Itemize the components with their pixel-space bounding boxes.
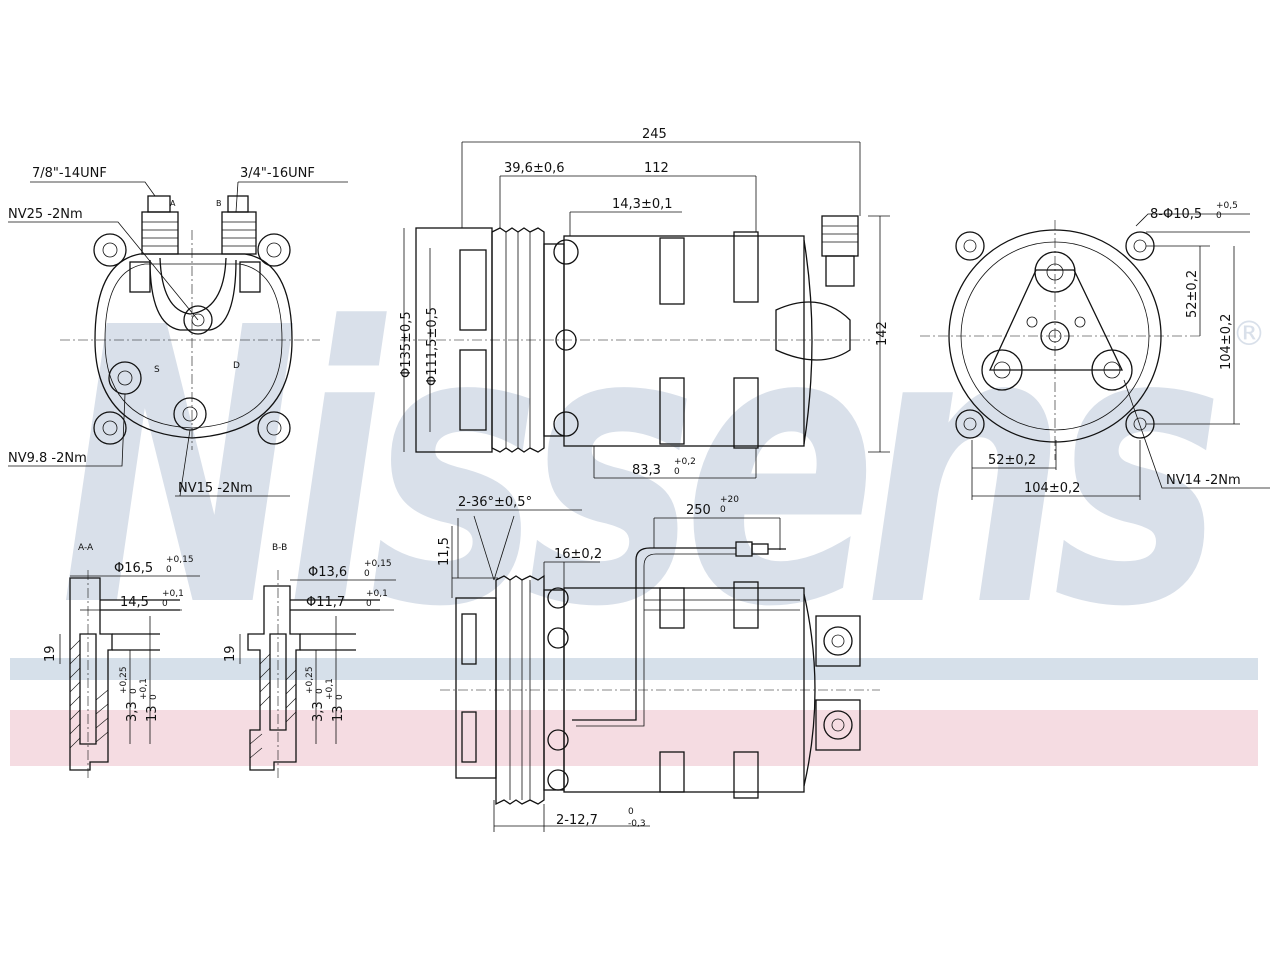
label-dim-16-5: Φ16,5 — [114, 561, 153, 576]
band-pink — [10, 710, 1258, 766]
label-dim-250-tol: +20 — [720, 495, 739, 505]
label-dim-3-3-a: 3,3 — [125, 701, 140, 722]
label-dim-13-6-tol: +0,15 — [364, 559, 392, 569]
label-dim-12-7: 2-12,7 — [556, 813, 598, 828]
label-dim-250: 250 — [686, 503, 711, 518]
label-dim-142: 142 — [875, 321, 890, 346]
view-front-ports: 7/8"-14UNF 3/4"-16UNF NV25 -2Nm NV9.8 -2… — [8, 166, 348, 497]
label-torque-14: NV14 -2Nm — [1166, 473, 1241, 488]
label-dim-13-b-tol0: 0 — [335, 694, 345, 700]
label-dim-83-3: 83,3 — [632, 463, 661, 478]
label-dim-3-3-b-tol: +0,25 — [305, 666, 315, 694]
label-dim-12-7-tol0: -0,3 — [628, 819, 646, 829]
detail-a-a: A-A Φ16,5 +0,15 0 14,5 +0,1 0 19 3,3 +0,… — [43, 543, 200, 780]
label-dim-13-a-tol0: 0 — [149, 694, 159, 700]
label-dim-14-5-tol: +0,1 — [162, 589, 184, 599]
label-dim-104-v: 104±0,2 — [1219, 314, 1234, 370]
label-dim-holes: 8-Φ10,5 — [1150, 207, 1202, 222]
label-dim-39-6: 39,6±0,6 — [504, 161, 565, 176]
label-detail-a: A-A — [78, 543, 94, 553]
label-dim-111-5: Φ111,5±0,5 — [425, 307, 440, 386]
label-dim-3-3-b-tol0: 0 — [315, 688, 325, 694]
label-dim-14-5: 14,5 — [120, 595, 149, 610]
watermark: Nissens ® — [10, 247, 1266, 766]
label-thread-a: 7/8"-14UNF — [32, 166, 107, 181]
label-dim-11-7-tol0: 0 — [366, 599, 372, 609]
band-blue — [10, 658, 1258, 680]
label-dim-12-7-tol: 0 — [628, 807, 634, 817]
label-dim-13-b-tol: +0,1 — [325, 678, 335, 700]
view-rear: 8-Φ10,5 +0,5 0 52±0,2 104±0,2 52±0,2 104… — [920, 201, 1270, 500]
label-dim-135: Φ135±0,5 — [399, 311, 414, 378]
label-dim-11-7-tol: +0,1 — [366, 589, 388, 599]
label-torque-15: NV15 -2Nm — [178, 481, 253, 496]
label-dim-13-6: Φ13,6 — [308, 565, 347, 580]
label-dim-13-a-tol: +0,1 — [139, 678, 149, 700]
label-dim-16-5-tol: +0,15 — [166, 555, 194, 565]
label-dim-52-v: 52±0,2 — [1185, 270, 1200, 318]
label-dim-83-3-tol: +0,2 — [674, 457, 696, 467]
label-dim-83-3-tol0: 0 — [674, 467, 680, 477]
label-dim-13-a: 13 — [145, 705, 160, 722]
label-dim-52-h: 52±0,2 — [988, 453, 1036, 468]
label-dim-11-7: Φ11,7 — [306, 595, 345, 610]
label-dim-16-5-tol0: 0 — [166, 565, 172, 575]
label-dim-245: 245 — [642, 127, 667, 142]
label-dim-104-h: 104±0,2 — [1024, 481, 1080, 496]
label-dim-3-3-a-tol: +0,25 — [119, 666, 129, 694]
label-dim-112: 112 — [644, 161, 669, 176]
label-dim-16: 16±0,2 — [554, 547, 602, 562]
label-dim-14-3: 14,3±0,1 — [612, 197, 673, 212]
label-port-b-small: B — [216, 199, 222, 208]
label-dim-11-5: 11,5 — [437, 537, 452, 566]
label-torque-98: NV9.8 -2Nm — [8, 451, 87, 466]
label-dim-3-3-b: 3,3 — [311, 701, 326, 722]
label-thread-b: 3/4"-16UNF — [240, 166, 315, 181]
view-side: 245 39,6±0,6 112 14,3±0,1 Φ135±0,5 Φ111,… — [399, 127, 890, 479]
label-dim-14-5-tol0: 0 — [162, 599, 168, 609]
label-dim-13-6-tol0: 0 — [364, 569, 370, 579]
label-dim-19-a: 19 — [43, 645, 58, 662]
label-dim-angle: 2-36°±0,5° — [458, 495, 532, 510]
label-port-s: S — [154, 365, 160, 375]
label-dim-13-b: 13 — [331, 705, 346, 722]
detail-b-b: B-B Φ13,6 +0,15 0 Φ11,7 +0,1 0 19 3,3 +0… — [223, 543, 396, 780]
label-dim-250-tol0: 0 — [720, 505, 726, 515]
label-port-d: D — [233, 361, 240, 371]
label-port-a-small: A — [170, 199, 176, 208]
view-top: 2-36°±0,5° 250 +20 0 11,5 16±0,2 2-12,7 … — [437, 495, 880, 832]
label-dim-19-b: 19 — [223, 645, 238, 662]
label-dim-3-3-a-tol0: 0 — [129, 688, 139, 694]
label-dim-holes-tol0: 0 — [1216, 211, 1222, 221]
watermark-registered: ® — [1232, 314, 1266, 354]
label-dim-holes-tol: +0,5 — [1216, 201, 1238, 211]
label-torque-25: NV25 -2Nm — [8, 207, 83, 222]
label-detail-b: B-B — [272, 543, 287, 553]
